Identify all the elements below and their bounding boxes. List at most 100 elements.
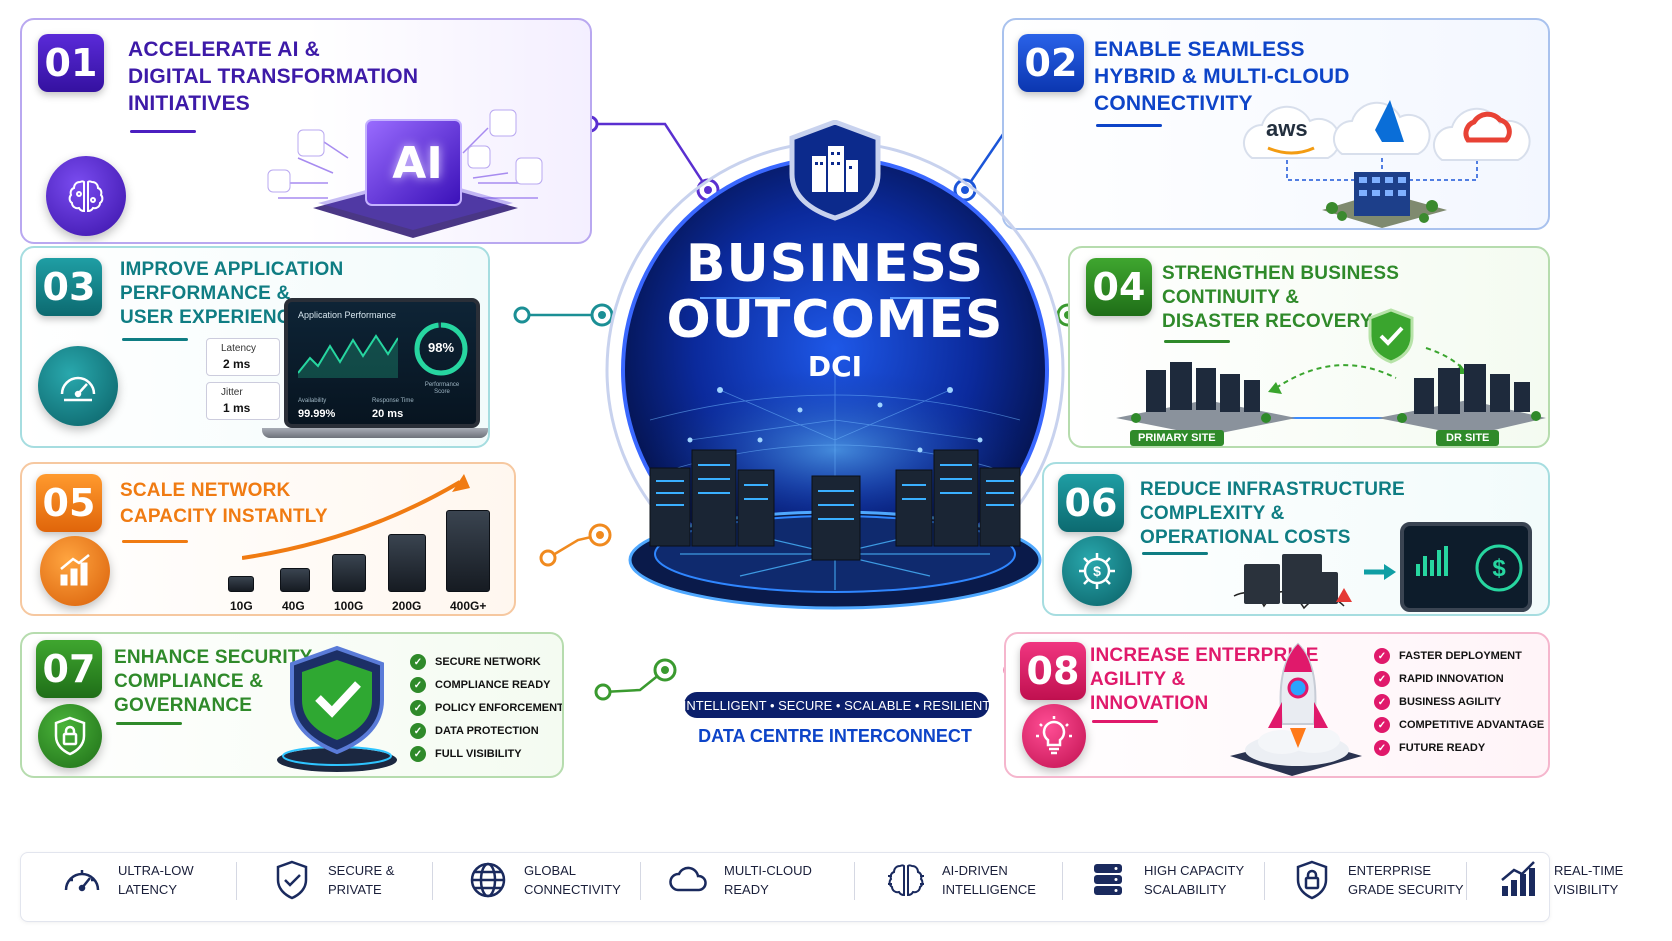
check-icon: ✓	[410, 723, 426, 739]
divider	[1062, 862, 1063, 900]
check-icon: ✓	[1374, 740, 1390, 756]
score-label: Performance Score	[424, 382, 460, 395]
cloud-icon	[669, 866, 707, 892]
availability-label: Availability	[298, 398, 327, 404]
divider	[640, 862, 641, 900]
hub-footer: DATA CENTRE INTERCONNECT	[698, 726, 972, 746]
aws-logo: aws	[1266, 116, 1308, 141]
brain-icon	[46, 156, 126, 236]
multi-cloud-illustration	[1242, 100, 1531, 228]
feature-label: ULTRA-LOW LATENCY	[118, 863, 194, 897]
check-icon: ✓	[410, 677, 426, 693]
brain-icon	[888, 864, 924, 897]
hub-title-line1: BUSINESS	[685, 234, 985, 294]
server-400g	[446, 510, 490, 592]
globe-icon	[470, 862, 506, 898]
latency-label: Latency	[221, 343, 257, 354]
divider	[1264, 862, 1265, 900]
check-item: ✓SECURE NETWORK	[410, 654, 541, 670]
ai-chip-illustration	[267, 109, 543, 238]
card-title: ENABLE SEAMLESS HYBRID & MULTI-CLOUD CON…	[1094, 38, 1350, 115]
response-value: 20 ms	[372, 408, 404, 420]
card-07: 07 ENHANCE SECURITY, COMPLIANCE & GOVERN…	[20, 632, 564, 778]
server-100g	[332, 554, 366, 592]
card-number: 03	[36, 258, 102, 316]
card-number: 06	[1058, 474, 1124, 532]
latency-box: Latency 2 ms	[206, 338, 280, 376]
check-icon: ✓	[1374, 717, 1390, 733]
feature-label: GLOBAL CONNECTIVITY	[524, 863, 621, 897]
card-title: SCALE NETWORK CAPACITY INSTANTLY	[120, 480, 328, 527]
card-01: 01 ACCELERATE AI & DIGITAL TRANSFORMATIO…	[20, 18, 592, 244]
dr-site-label: DR SITE	[1436, 430, 1500, 446]
jitter-box: Jitter 1 ms	[206, 382, 280, 420]
lightbulb-icon	[1022, 704, 1086, 768]
feature-label: HIGH CAPACITY SCALABILITY	[1144, 863, 1245, 897]
card-title: STRENGTHEN BUSINESS CONTINUITY & DISASTE…	[1162, 263, 1400, 332]
response-label: Response Time	[372, 398, 414, 404]
check-item: ✓DATA PROTECTION	[410, 723, 539, 739]
card-05: 05 SCALE NETWORK CAPACITY INSTANTLY 10G …	[20, 462, 516, 616]
feature-label: SECURE & PRIVATE	[328, 863, 395, 897]
feature-label: REAL-TIME VISIBILITY	[1554, 863, 1624, 897]
step-label: 200G	[392, 599, 422, 613]
growth-arrow	[242, 474, 470, 560]
check-icon: ✓	[410, 654, 426, 670]
feature-bar	[20, 852, 1550, 922]
server-200g	[388, 534, 426, 592]
check-item: ✓POLICY ENFORCEMENT	[410, 700, 562, 716]
growth-chart-icon	[40, 536, 110, 606]
dollar-gear-icon: $	[1062, 536, 1132, 606]
card-08: 08 INCREASE ENTERPRISE AGILITY & INNOVAT…	[1004, 632, 1550, 778]
feature-real-time-visibility: REAL-TIME VISIBILITY	[1496, 850, 1623, 910]
shield-lock-icon	[1296, 860, 1328, 900]
title-underline	[1096, 124, 1162, 127]
primary-site-label: PRIMARY SITE	[1130, 430, 1224, 446]
card-number: 08	[1020, 642, 1086, 700]
feature-high-capacity: HIGH CAPACITY SCALABILITY	[1086, 850, 1244, 910]
jitter-label: Jitter	[221, 387, 243, 398]
divider	[1466, 862, 1467, 900]
card-04: 04 STRENGTHEN BUSINESS CONTINUITY & DISA…	[1068, 246, 1550, 448]
security-shield-illustration	[277, 645, 397, 772]
card-02: 02 ENABLE SEAMLESS HYBRID & MULTI-CLOUD …	[1002, 18, 1550, 230]
title-underline	[122, 540, 188, 543]
latency-value: 2 ms	[223, 357, 251, 371]
feature-secure-private: SECURE & PRIVATE	[270, 850, 394, 910]
jitter-value: 1 ms	[223, 401, 251, 415]
check-icon: ✓	[1374, 671, 1390, 687]
replication-illustration	[1116, 347, 1546, 436]
hub-subtitle: DCI	[807, 350, 863, 383]
check-item: ✓COMPLIANCE READY	[410, 677, 551, 693]
gauge-icon	[64, 870, 100, 892]
title-underline	[1164, 340, 1230, 343]
server-10g	[228, 576, 254, 592]
laptop-base	[262, 428, 488, 438]
card-number: 02	[1018, 34, 1084, 92]
check-icon: ✓	[410, 746, 426, 762]
feature-label: AI-DRIVEN INTELLIGENCE	[942, 863, 1036, 897]
hub-tagline-pill: INTELLIGENT • SECURE • SCALABLE • RESILI…	[683, 692, 990, 718]
ai-chip-label: AI	[392, 138, 443, 189]
feature-enterprise-security: ENTERPRISE GRADE SECURITY	[1290, 850, 1464, 910]
title-underline	[1142, 552, 1208, 555]
title-underline	[122, 338, 188, 341]
card-title: ACCELERATE AI & DIGITAL TRANSFORMATION I…	[128, 38, 419, 115]
card-title: ENHANCE SECURITY, COMPLIANCE & GOVERNANC…	[114, 647, 316, 716]
check-item: ✓COMPETITIVE ADVANTAGE	[1374, 717, 1544, 733]
feature-label: ENTERPRISE GRADE SECURITY	[1348, 863, 1464, 897]
hub-title-line2: OUTCOMES	[666, 290, 1004, 350]
bar-chart-icon	[1501, 861, 1535, 896]
card-number: 07	[36, 640, 102, 698]
score-ring	[414, 322, 468, 376]
check-item: ✓RAPID INNOVATION	[1374, 671, 1504, 687]
shield-check-icon	[1368, 308, 1414, 364]
cost-reduction-illustration: $	[1233, 522, 1532, 612]
feature-ultra-low-latency: ULTRA-LOW LATENCY	[60, 850, 194, 910]
screen-title: Application Performance	[298, 310, 397, 320]
check-item: ✓FUTURE READY	[1374, 740, 1485, 756]
card-03: 03 IMPROVE APPLICATION PERFORMANCE & USE…	[20, 246, 490, 448]
step-label: 400G+	[450, 599, 487, 613]
card-title: IMPROVE APPLICATION PERFORMANCE & USER E…	[120, 259, 344, 328]
